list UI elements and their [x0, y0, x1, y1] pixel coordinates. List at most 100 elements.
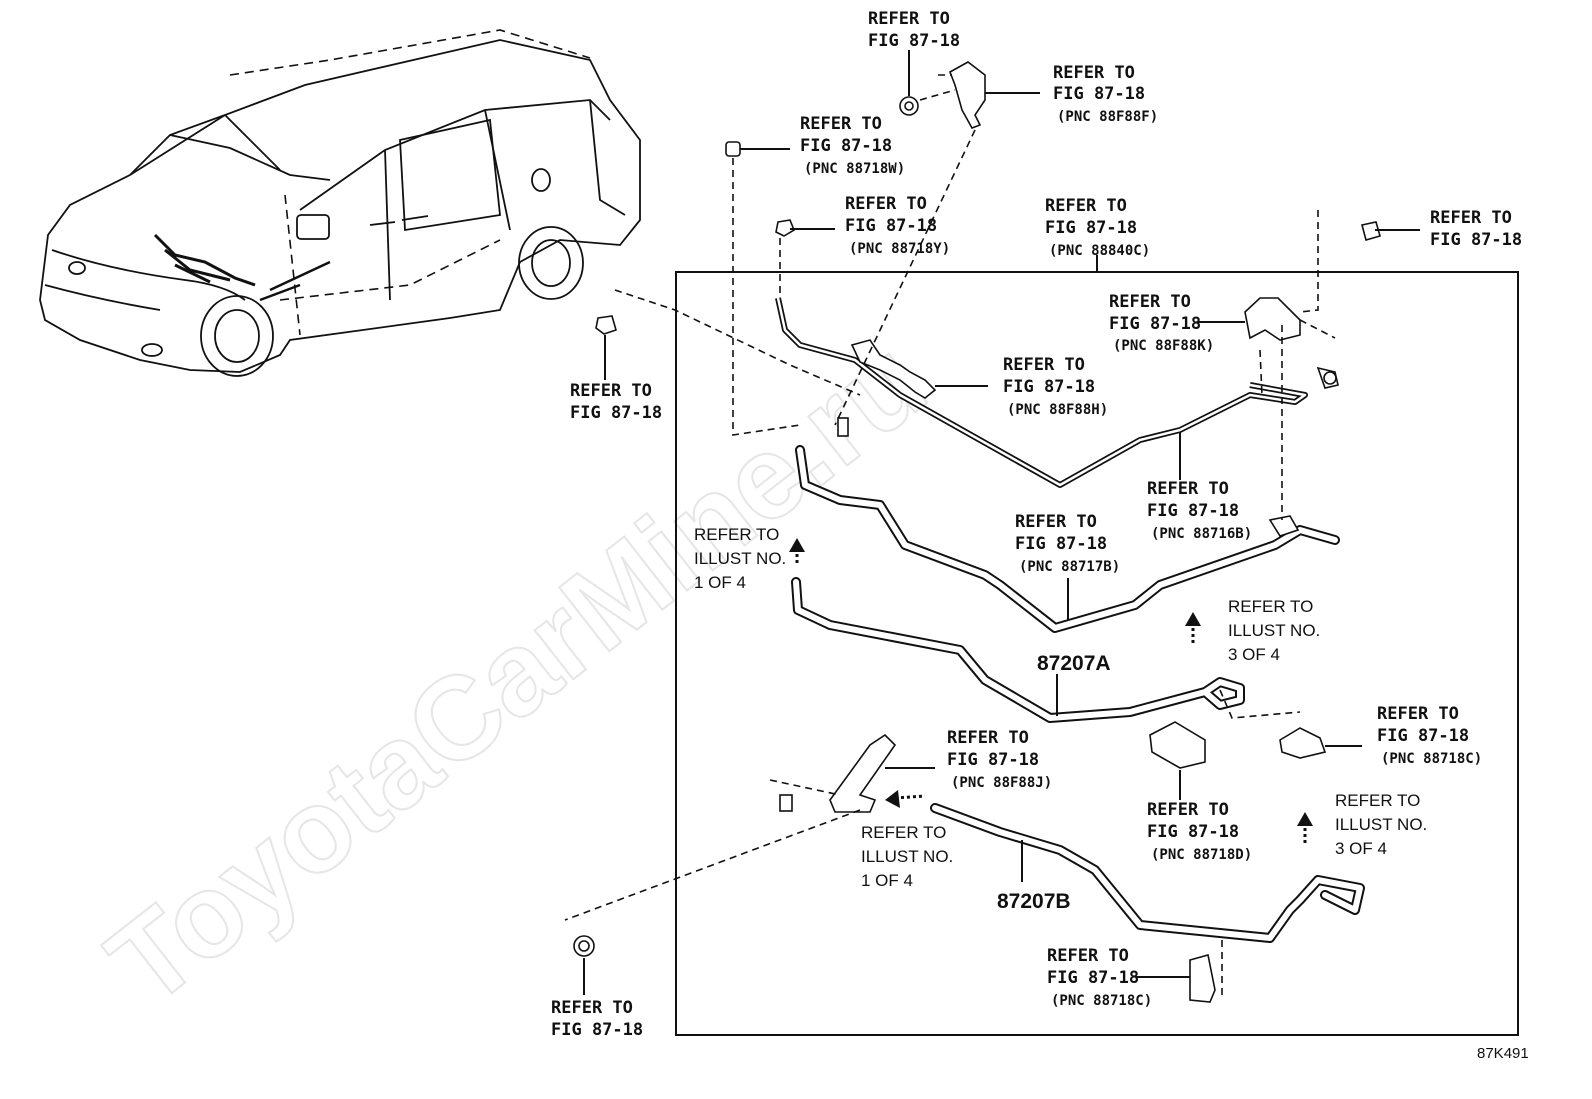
- svg-text:FIG 87-18: FIG 87-18: [800, 136, 892, 156]
- svg-text:(PNC 88F88H): (PNC 88F88H): [1007, 402, 1108, 418]
- arrow-icon: [789, 538, 1313, 845]
- svg-text:FIG 87-18: FIG 87-18: [1430, 230, 1522, 250]
- bolt-mid: [837, 417, 849, 437]
- clip-88718c-right: [1279, 727, 1327, 759]
- callout-1: REFER TO FIG 87-18: [868, 9, 960, 51]
- svg-text:(PNC 88F88F): (PNC 88F88F): [1057, 109, 1158, 125]
- svg-text:REFER TO: REFER TO: [1045, 196, 1127, 216]
- svg-text:ILLUST NO.: ILLUST NO.: [694, 549, 786, 568]
- svg-text:3 OF 4: 3 OF 4: [1228, 645, 1280, 664]
- svg-text:ILLUST NO.: ILLUST NO.: [861, 847, 953, 866]
- svg-text:FIG 87-18: FIG 87-18: [1015, 534, 1107, 554]
- callout-88f88h: REFER TO FIG 87-18 (PNC 88F88H): [1003, 355, 1108, 418]
- dashed-lines: [564, 74, 1336, 998]
- svg-text:FIG 87-18: FIG 87-18: [1109, 314, 1201, 334]
- part-number-87207b[interactable]: 87207B: [997, 890, 1071, 913]
- callout-88718c-bottom: REFER TO FIG 87-18 (PNC 88718C): [1047, 946, 1152, 1009]
- svg-text:ILLUST NO.: ILLUST NO.: [1335, 815, 1427, 834]
- svg-text:FIG 87-18: FIG 87-18: [845, 216, 937, 236]
- svg-text:FIG 87-18: FIG 87-18: [1147, 822, 1239, 842]
- svg-text:(PNC 88F88J): (PNC 88F88J): [951, 775, 1052, 791]
- svg-text:(PNC 88718C): (PNC 88718C): [1381, 751, 1482, 767]
- pipe-88717b: [795, 445, 1340, 633]
- bolt-lower-left: [779, 794, 793, 812]
- svg-text:(PNC 88840C): (PNC 88840C): [1049, 243, 1150, 259]
- callout-88718d: REFER TO FIG 87-18 (PNC 88718D): [1147, 800, 1252, 863]
- bolt-right: [1316, 366, 1339, 389]
- clip-88718w: [725, 141, 741, 157]
- callout-88716b: REFER TO FIG 87-18 (PNC 88716B): [1147, 479, 1252, 542]
- svg-text:REFER TO: REFER TO: [570, 381, 652, 401]
- svg-text:FIG 87-18: FIG 87-18: [551, 1020, 643, 1040]
- part-number-87207a[interactable]: 87207A: [1037, 652, 1111, 675]
- vehicle-icon: [39, 29, 641, 377]
- svg-text:REFER TO: REFER TO: [1377, 704, 1459, 724]
- svg-text:REFER TO: REFER TO: [800, 114, 882, 134]
- svg-text:ILLUST NO.: ILLUST NO.: [1228, 621, 1320, 640]
- svg-text:(PNC 88F88K): (PNC 88F88K): [1113, 338, 1214, 354]
- svg-text:REFER TO: REFER TO: [861, 823, 946, 842]
- svg-text:REFER TO: REFER TO: [1147, 800, 1229, 820]
- svg-text:FIG 87-18: FIG 87-18: [1047, 968, 1139, 988]
- svg-text:REFER TO: REFER TO: [1109, 292, 1191, 312]
- callout-88f88f: REFER TO FIG 87-18 (PNC 88F88F): [1053, 63, 1158, 125]
- svg-text:FIG 87-18: FIG 87-18: [570, 403, 662, 423]
- svg-text:REFER TO: REFER TO: [1228, 597, 1313, 616]
- svg-text:(PNC 88718Y): (PNC 88718Y): [849, 241, 950, 257]
- svg-text:REFER TO: REFER TO: [1015, 512, 1097, 532]
- svg-text:FIG 87-18: FIG 87-18: [1377, 726, 1469, 746]
- svg-text:REFER TO: REFER TO: [1003, 355, 1085, 375]
- callout-88718c-right: REFER TO FIG 87-18 (PNC 88718C): [1377, 704, 1482, 767]
- grommet-top: [899, 96, 919, 116]
- bolt-right-top: [1361, 221, 1381, 241]
- clip-left: [595, 315, 617, 335]
- svg-text:FIG 87-18: FIG 87-18: [1053, 84, 1145, 104]
- svg-text:REFER TO: REFER TO: [1047, 946, 1129, 966]
- svg-text:REFER TO: REFER TO: [1147, 479, 1229, 499]
- pipe-87207a[interactable]: [791, 577, 1245, 723]
- svg-text:FIG 87-18: FIG 87-18: [1147, 501, 1239, 521]
- illust-ref-1: REFER TO ILLUST NO. 1 OF 4: [694, 525, 786, 592]
- callout-88718y: REFER TO FIG 87-18 (PNC 88718Y): [845, 194, 950, 257]
- callout-88f88k: REFER TO FIG 87-18 (PNC 88F88K): [1109, 292, 1214, 354]
- watermark: ToyotaCarMine.ru: [85, 314, 950, 1030]
- clip-88718c-bottom: [1189, 953, 1216, 1003]
- grommet-bottom: [573, 935, 595, 957]
- illust-ref-3: REFER TO ILLUST NO. 1 OF 4: [861, 823, 953, 890]
- svg-text:1 OF 4: 1 OF 4: [694, 573, 746, 592]
- clip-88718d: [1149, 721, 1206, 769]
- bracket-88f88f: [949, 61, 986, 129]
- callout-right-top: REFER TO FIG 87-18: [1430, 208, 1522, 250]
- svg-text:FIG 87-18: FIG 87-18: [1045, 218, 1137, 238]
- tube-88716b: [775, 297, 1308, 488]
- svg-text:REFER TO: REFER TO: [1053, 63, 1135, 83]
- figure-code: 87K491: [1477, 1045, 1529, 1062]
- svg-text:REFER TO: REFER TO: [947, 728, 1029, 748]
- svg-text:FIG 87-18: FIG 87-18: [1003, 377, 1095, 397]
- svg-text:FIG 87-18: FIG 87-18: [947, 750, 1039, 770]
- svg-text:3 OF 4: 3 OF 4: [1335, 839, 1387, 858]
- illust-ref-4: REFER TO ILLUST NO. 3 OF 4: [1335, 791, 1427, 858]
- svg-text:(PNC 88718D): (PNC 88718D): [1151, 847, 1252, 863]
- svg-text:REFER TO: REFER TO: [694, 525, 779, 544]
- illust-ref-2: REFER TO ILLUST NO. 3 OF 4: [1228, 597, 1320, 664]
- svg-text:(PNC 88718C): (PNC 88718C): [1051, 993, 1152, 1009]
- svg-text:REFER TO: REFER TO: [845, 194, 927, 214]
- callout-bottom-left: REFER TO FIG 87-18: [551, 998, 643, 1040]
- callout-88840c: REFER TO FIG 87-18 (PNC 88840C): [1045, 196, 1150, 259]
- svg-text:FIG 87-18: FIG 87-18: [868, 31, 960, 51]
- callout-left: REFER TO FIG 87-18: [570, 381, 662, 423]
- svg-text:REFER TO: REFER TO: [1430, 208, 1512, 228]
- callout-88718w: REFER TO FIG 87-18 (PNC 88718W): [800, 114, 905, 177]
- svg-text:REFER TO: REFER TO: [868, 9, 950, 29]
- clip-88716b: [1268, 515, 1300, 537]
- svg-text:1 OF 4: 1 OF 4: [861, 871, 913, 890]
- leader-lines: [583, 50, 1420, 995]
- callout-88717b: REFER TO FIG 87-18 (PNC 88717B): [1015, 512, 1120, 575]
- bracket-88f88k: [1244, 297, 1301, 341]
- bracket-88f88j: [829, 733, 897, 813]
- clip-88718y: [775, 219, 795, 237]
- svg-text:REFER TO: REFER TO: [1335, 791, 1420, 810]
- svg-text:(PNC 88716B): (PNC 88716B): [1151, 526, 1252, 542]
- pipe-87207b[interactable]: [930, 803, 1365, 943]
